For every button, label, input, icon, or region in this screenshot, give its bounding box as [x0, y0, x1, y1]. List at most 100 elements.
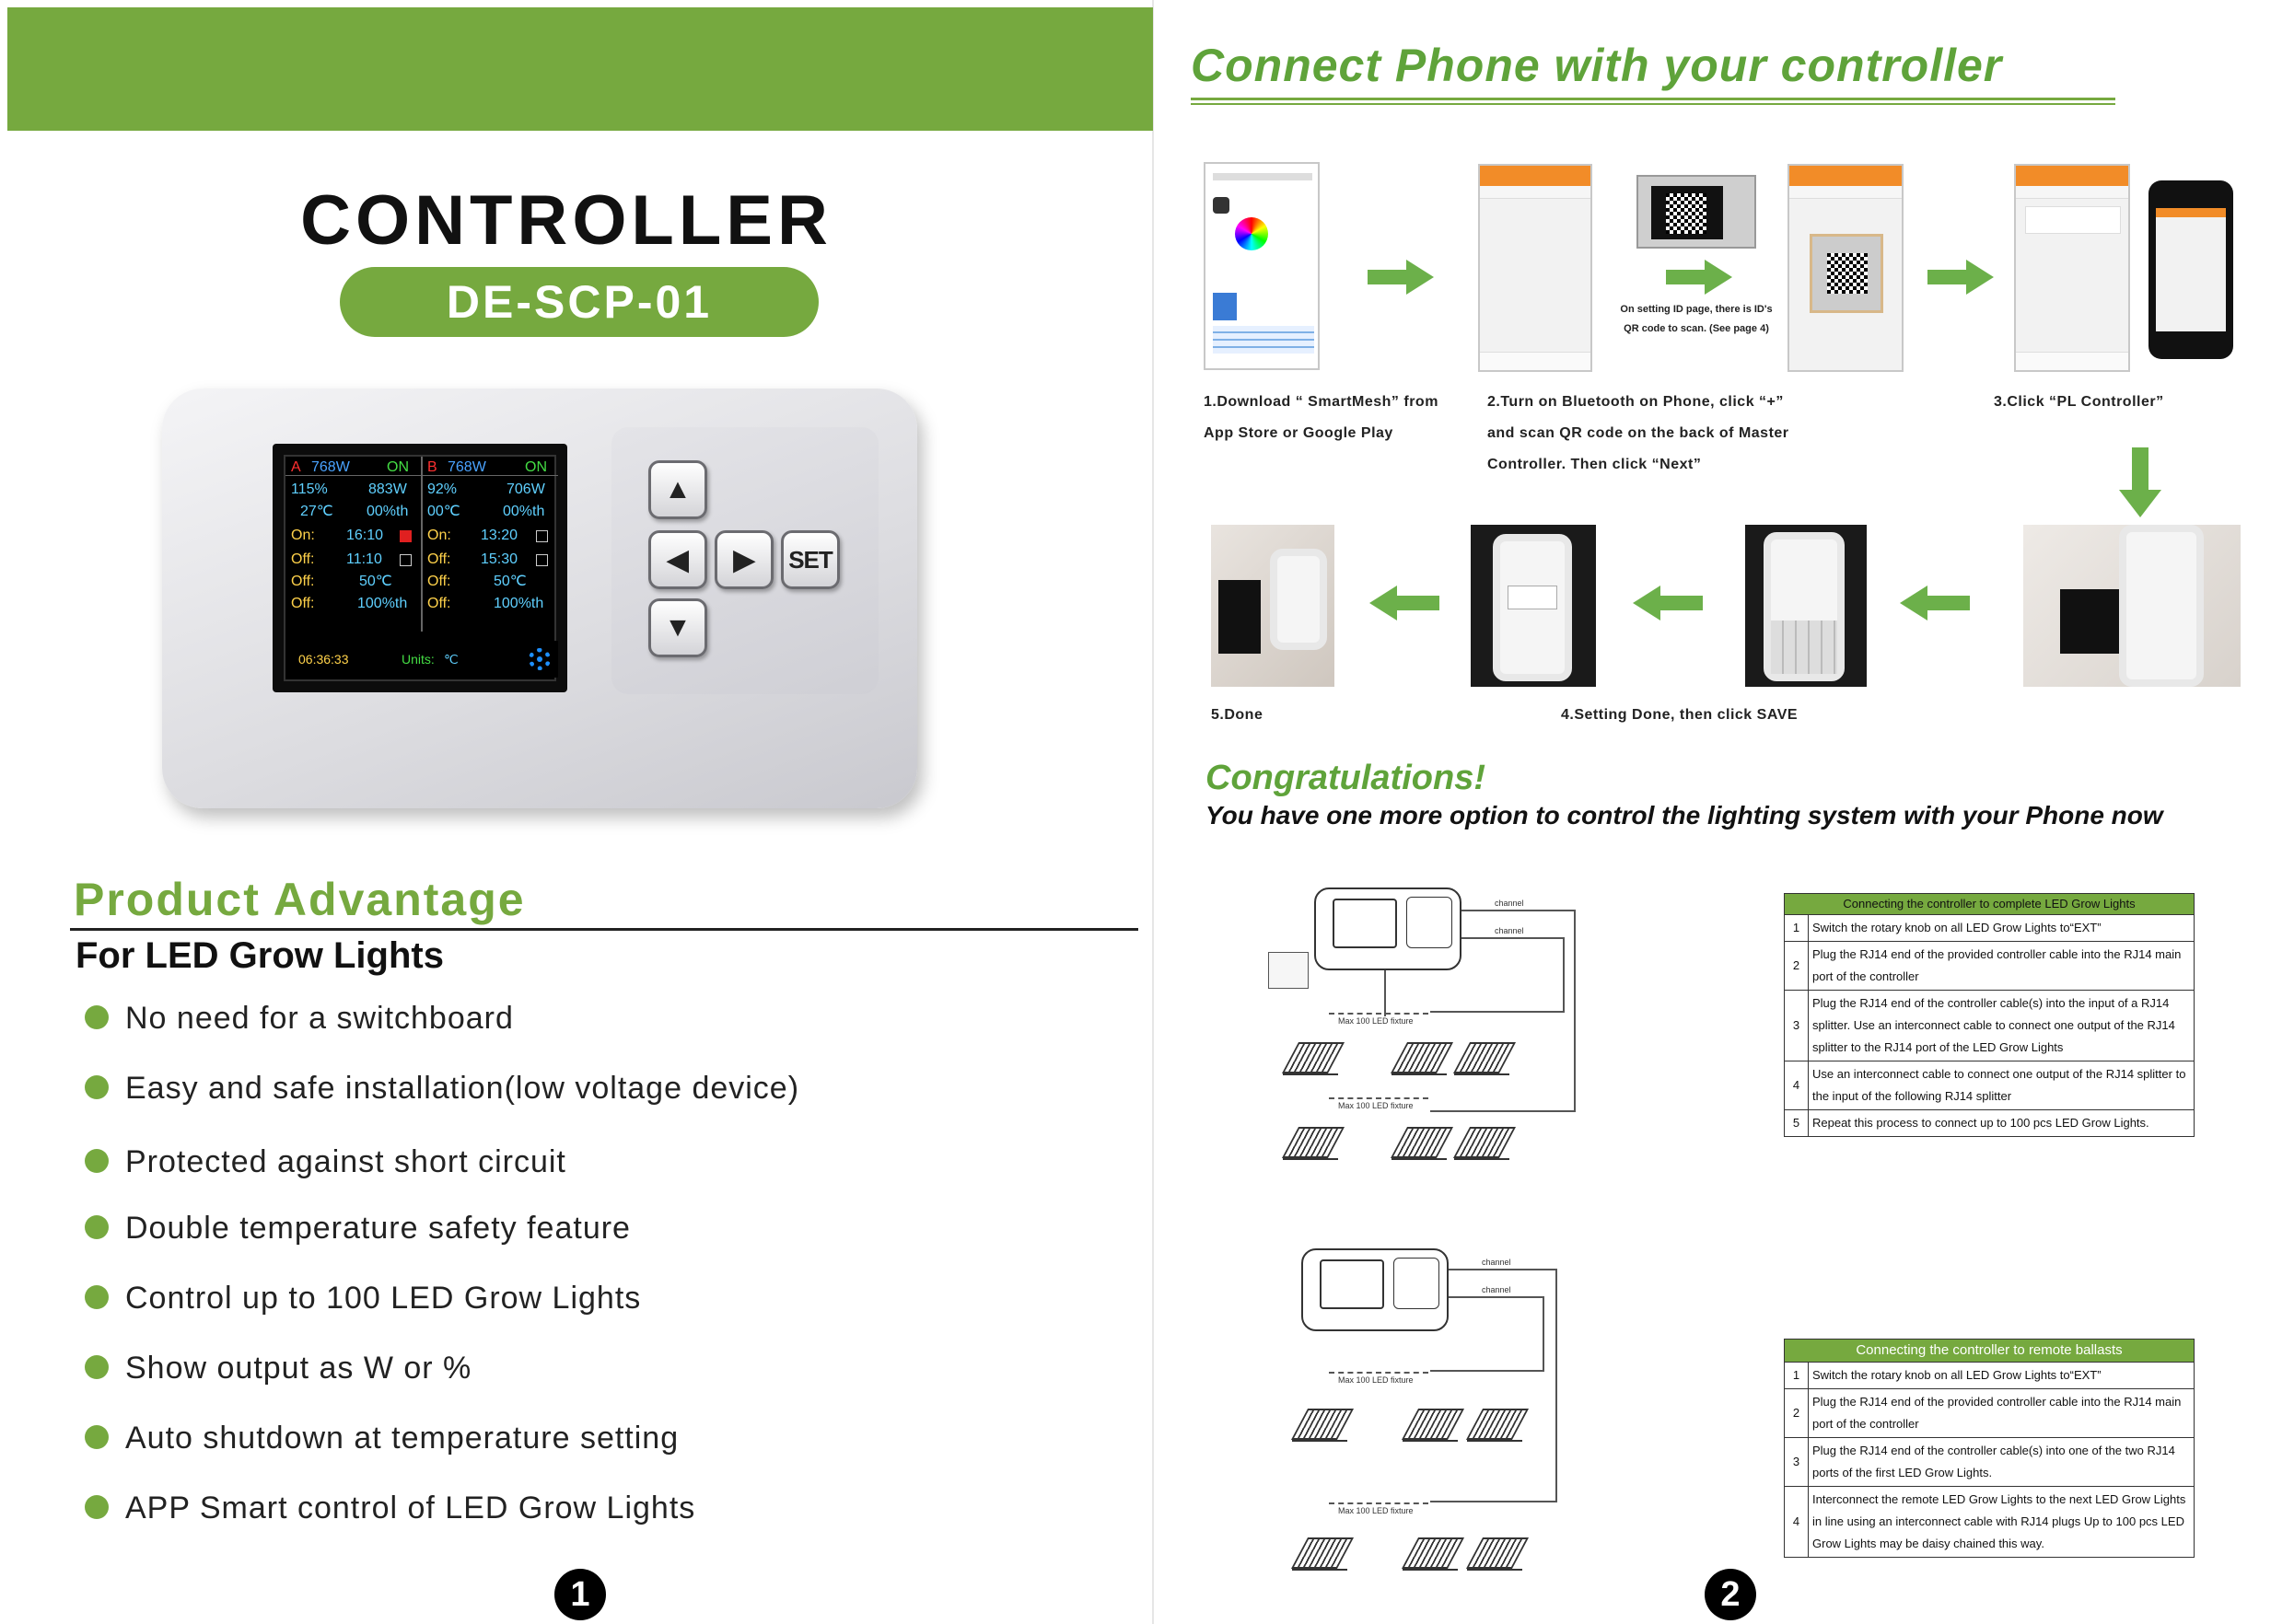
advantage-text: Protected against short circuit — [125, 1144, 566, 1179]
controller-config-photo — [2023, 525, 2241, 687]
list-item: Double temperature safety feature — [83, 1202, 1096, 1272]
channel-b-label: B — [427, 459, 437, 475]
app-preview-image — [1213, 326, 1314, 354]
advantage-title: Product Advantage — [74, 874, 526, 925]
channel-a-label: A — [291, 459, 301, 475]
advantage-subtitle: For LED Grow Lights — [76, 935, 444, 976]
schedule-checkbox-icon — [400, 554, 412, 566]
connect-title: Connect Phone with your controller — [1191, 40, 2003, 91]
color-wheel-icon — [1235, 217, 1268, 250]
controller-diagram — [1314, 887, 1461, 970]
led-fixture-icon — [1452, 1038, 1517, 1081]
left-page: CONTROLLER DE-SCP-01 A 768W ON B 768W ON… — [7, 7, 1153, 1620]
screen-row: Off: 50℃ Off: 50℃ — [285, 571, 558, 593]
screen-cell: 11:10 — [346, 551, 382, 567]
app-icon — [1213, 197, 1229, 214]
fixture-group-label: Max 100 LED fixture — [1338, 1375, 1414, 1385]
led-fixture-icon — [1281, 1038, 1345, 1081]
channel-label: channel — [1495, 899, 1524, 908]
bullet-icon — [85, 1149, 109, 1173]
arrow-down-icon — [2119, 447, 2161, 519]
search-bar — [1213, 173, 1312, 180]
led-fixture-icon — [1465, 1405, 1530, 1447]
arrow-right-icon — [1368, 260, 1434, 295]
fixture-group-label: Max 100 LED fixture — [1338, 1101, 1414, 1110]
channel-label: channel — [1482, 1258, 1511, 1267]
device-list-item — [2025, 206, 2121, 234]
channel-a-watts: 768W — [311, 459, 350, 475]
controller-device-illustration: A 768W ON B 768W ON 115% 883W 92% 706W 2… — [162, 389, 917, 808]
led-fixture-icon — [1290, 1534, 1355, 1576]
connection-table-1: Connecting the controller to complete LE… — [1784, 893, 2195, 1137]
controller-diagram — [1301, 1248, 1449, 1331]
qr-code-icon — [1827, 253, 1868, 294]
bullet-icon — [85, 1425, 109, 1449]
advantage-text: Control up to 100 LED Grow Lights — [125, 1281, 642, 1316]
set-key[interactable]: SET — [781, 530, 840, 589]
screen-units-value: ℃ — [444, 652, 459, 667]
table-header: Connecting the controller to remote ball… — [1784, 1339, 2195, 1363]
screen-cell: Off: — [291, 596, 315, 611]
arrow-left-icon — [1633, 586, 1703, 621]
row-text: Repeat this process to connect up to 100… — [1808, 1109, 2195, 1137]
bullet-icon — [85, 1285, 109, 1309]
bullet-icon — [85, 1495, 109, 1519]
right-key[interactable]: ▶ — [715, 530, 774, 589]
screen-row: Off: 100%th Off: 100%th — [285, 593, 558, 615]
screen-row: 27℃ 00%th 00℃ 00%th — [285, 501, 558, 523]
up-key[interactable]: ▲ — [648, 460, 707, 519]
bullet-icon — [85, 1215, 109, 1239]
channel-a-state: ON — [387, 459, 409, 475]
step-line: 2.Turn on Bluetooth on Phone, click “+” — [1487, 394, 1784, 410]
row-number: 5 — [1784, 1109, 1809, 1137]
phone-in-hand — [1764, 532, 1845, 681]
list-item: No need for a switchboard — [83, 992, 1096, 1062]
led-fixture-icon — [1390, 1038, 1454, 1081]
arrow-left-icon — [1900, 586, 1970, 621]
advantage-text: Easy and safe installation(low voltage d… — [125, 1071, 800, 1106]
row-number: 3 — [1784, 1437, 1809, 1487]
scan-note: On setting ID page, there is ID's QR cod… — [1600, 300, 1793, 339]
step-line: Controller. Then click “Next” — [1487, 457, 1702, 472]
screen-cell: Off: — [427, 596, 451, 611]
row-text: Switch the rotary knob on all LED Grow L… — [1808, 1362, 2195, 1389]
scan-note-line: QR code to scan. (See page 4) — [1624, 323, 1769, 334]
screen-cell: Off: — [291, 551, 315, 567]
row-text: Switch the rotary knob on all LED Grow L… — [1808, 914, 2195, 942]
arrow-left-icon — [1369, 586, 1439, 621]
product-title: CONTROLLER — [300, 181, 833, 260]
screen-header-line — [285, 475, 558, 476]
screen-cell: 27℃ — [300, 504, 333, 519]
list-item: Easy and safe installation(low voltage d… — [83, 1062, 1096, 1136]
phone-in-hand — [1493, 534, 1572, 681]
screen-cell: Off: — [427, 574, 451, 589]
list-item: Protected against short circuit — [83, 1136, 1096, 1202]
step-line: App Store or Google Play — [1204, 425, 1393, 441]
screen-cell: On: — [427, 528, 451, 543]
fixture-group-label: Max 100 LED fixture — [1338, 1016, 1414, 1026]
left-key[interactable]: ◀ — [648, 530, 707, 589]
down-key[interactable]: ▼ — [648, 598, 707, 657]
bullet-icon — [85, 1005, 109, 1029]
keyboard — [1771, 621, 1837, 674]
row-number: 1 — [1784, 914, 1809, 942]
table-header: Connecting the controller to complete LE… — [1784, 893, 2195, 915]
screen-cell: 00%th — [367, 504, 409, 519]
screen-row: Off: 11:10 Off: 15:30 — [285, 549, 558, 571]
pl-controller-screenshot — [2014, 164, 2130, 372]
page-number: 2 — [1705, 1569, 1756, 1620]
screen-cell: 115% — [291, 481, 328, 497]
screen-cell: 50℃ — [359, 574, 392, 589]
channel-label: channel — [1495, 926, 1524, 935]
led-fixture-icon — [1390, 1123, 1454, 1166]
row-number: 4 — [1784, 1486, 1809, 1558]
screen-cell: On: — [291, 528, 315, 543]
step-5-text: 5.Done — [1211, 707, 1263, 723]
led-fixture-icon — [1290, 1405, 1355, 1447]
screen-clock: 06:36:33 — [298, 652, 349, 667]
